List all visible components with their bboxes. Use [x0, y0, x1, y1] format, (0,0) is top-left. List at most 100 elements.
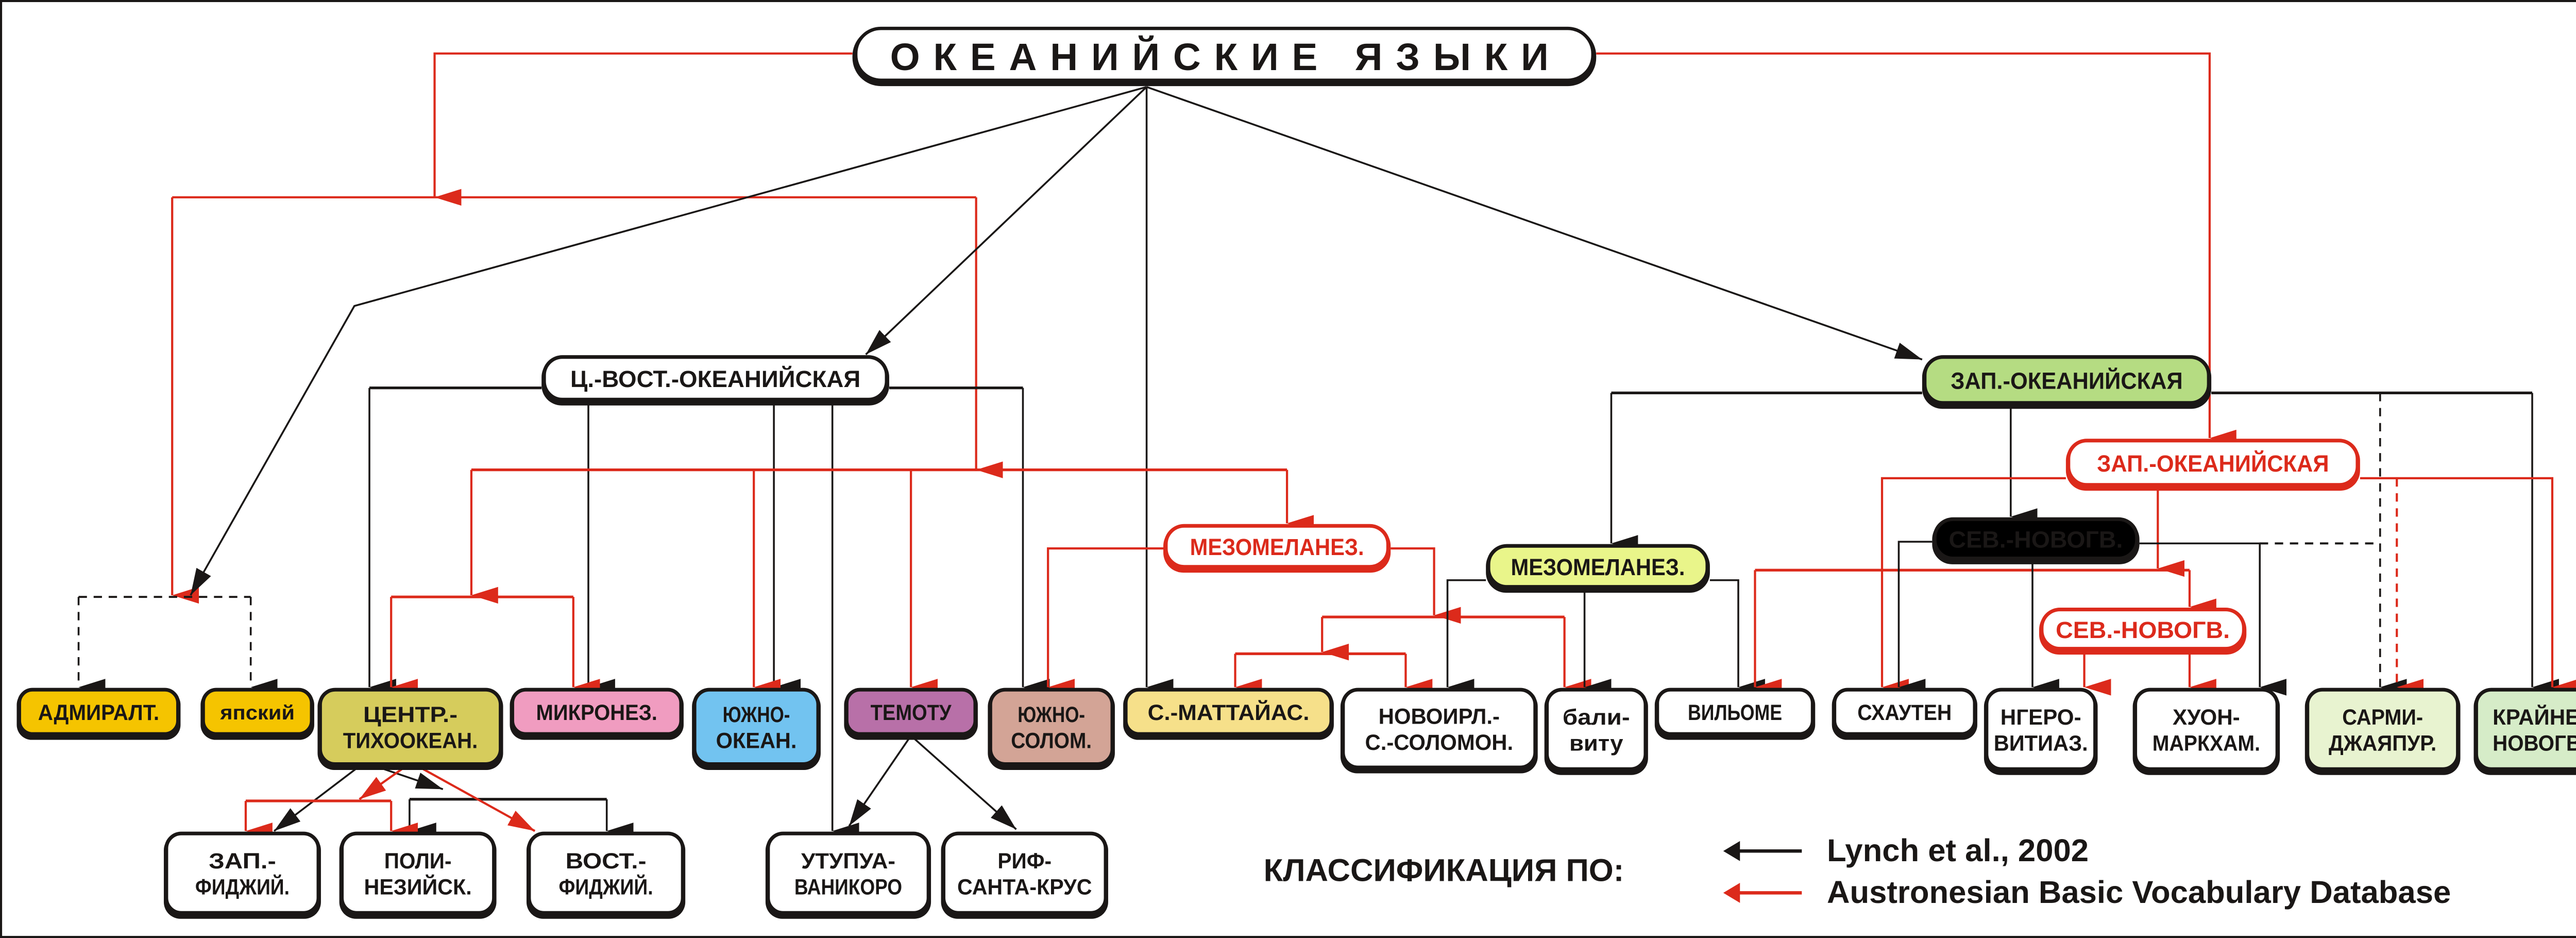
node-box: [2066, 439, 2360, 487]
leaf-east-fijian[interactable]: ВОСТ.-ФИДЖИЙ.: [526, 831, 686, 919]
node-label: ЗАП.-ОКЕАНИЙСКАЯ: [2097, 450, 2329, 477]
leaf-huon-gulf-markham[interactable]: ХУОН-МАРКХАМ.: [2132, 688, 2280, 775]
node-label: япский: [219, 702, 295, 724]
node-box: [1933, 517, 2139, 561]
node-label: СЕВ.-НОВОГВ.: [1949, 527, 2123, 553]
leaf-utupua-vanikoro[interactable]: УТУПУА-ВАНИКОРО: [765, 831, 931, 919]
leaf-yapese[interactable]: япский: [200, 688, 314, 740]
abvd-edge: [1391, 547, 1461, 624]
node-label: КРАЙНЕ-: [2493, 705, 2576, 729]
leaf-willaumez[interactable]: ВИЛЬОМЕ: [1654, 688, 1816, 740]
legend-heading: КЛАССИФИКАЦИЯ ПО:: [1264, 853, 1624, 889]
leaf-reef-santa-cruz[interactable]: РИФ-САНТА-КРУС: [941, 831, 1108, 919]
node-box: [1985, 688, 2097, 771]
leaf-polynesian[interactable]: ПОЛИ-НЕЗИЙСК.: [339, 831, 497, 919]
node-label: С.-МАТТАЙАС.: [1148, 700, 1310, 725]
node-label: ВИТИАЗ.: [1994, 731, 2088, 756]
leaf-ngero-vitiaz[interactable]: НГЕРО-ВИТИАЗ.: [1984, 688, 2098, 775]
legend-item-lynch: Lynch et al., 2002: [1827, 833, 2089, 868]
node-label: ОКЕАН.: [716, 729, 797, 753]
node-box: [854, 26, 1595, 82]
lynch-edge: [848, 735, 912, 827]
node-box: [542, 355, 889, 401]
node-label: ДЖАЯПУР.: [2329, 731, 2436, 756]
root-node[interactable]: ОКЕАНИЙСКИЕ ЯЗЫКИ: [852, 26, 1597, 87]
node-label: ЮЖНО-: [1018, 702, 1085, 727]
leaf-st-matthias[interactable]: С.-МАТТАЙАС.: [1123, 688, 1334, 740]
leaf-temotu[interactable]: ТЕМОТУ: [844, 688, 978, 740]
leaf-schouten[interactable]: СХАУТЕН: [1832, 688, 1977, 740]
node-box: [1655, 688, 1815, 736]
lynch-edge: [274, 761, 365, 832]
node-label: ЦЕНТР.-: [363, 702, 457, 727]
lynch-edge: [1146, 86, 1923, 361]
node-box: [1923, 355, 2211, 405]
node-label: РИФ-: [997, 849, 1052, 873]
edges: [77, 52, 2576, 840]
node-label: ВОСТ.-: [566, 849, 647, 873]
leaf-central-pacific[interactable]: ЦЕНТР.-ТИХООКЕАН.: [317, 688, 503, 770]
node-box: [2306, 688, 2460, 771]
leaf-bali-vitu[interactable]: бали-виту: [1544, 688, 1648, 775]
node-box: [201, 688, 314, 736]
node-label: ЗАП.-: [209, 849, 276, 873]
arrow-left-red-icon: [1723, 882, 1802, 903]
node-central-eastern-oceanic[interactable]: Ц.-ВОСТ.-ОКЕАНИЙСКАЯ: [541, 355, 889, 406]
node-label: Ц.-ВОСТ.-ОКЕАНИЙСКАЯ: [570, 365, 860, 392]
arrow-left-black-icon: [1723, 841, 1802, 861]
node-western-oceanic-abvd[interactable]: ЗАП.-ОКЕАНИЙСКАЯ: [2065, 439, 2360, 491]
node-label: ФИДЖИЙ.: [559, 875, 653, 899]
leaf-west-fijian[interactable]: ЗАП.-ФИДЖИЙ.: [163, 831, 321, 919]
leaf-sarmi-jayapura[interactable]: САРМИ-ДЖАЯПУР.: [2304, 688, 2461, 775]
node-box: [1124, 688, 1333, 736]
leaf-far-new-guinea[interactable]: КРАЙНЕ-НОВОГВ.: [2473, 688, 2576, 775]
node-label: НОВОГВ.: [2493, 731, 2576, 756]
node-label: НГЕРО-: [2001, 705, 2081, 729]
abvd-edge: [1880, 477, 2066, 696]
lynch-edge: [1446, 579, 1486, 696]
node-box: [2133, 688, 2279, 771]
node-label: бали-: [1563, 705, 1630, 729]
lynch-edge: [910, 735, 1017, 830]
node-label: АДМИРАЛТ.: [38, 700, 159, 725]
node-box: [2040, 607, 2246, 651]
node-label: ТИХООКЕАН.: [343, 729, 478, 753]
node-box: [164, 831, 320, 915]
node-label: МИКРОНЕЗ.: [536, 700, 657, 725]
node-box: [510, 688, 683, 736]
leaf-new-ireland-nw-solomonic[interactable]: НОВОИРЛ.-С.-СОЛОМОН.: [1340, 688, 1538, 774]
node-mesomelanesian-abvd[interactable]: МЕЗОМЕЛАНЕЗ.: [1163, 524, 1391, 573]
nodes: ОКЕАНИЙСКИЕ ЯЗЫКИ Ц.-ВОСТ.-ОКЕАНИЙСКАЯ ЗАП…: [16, 26, 2576, 919]
node-box: [2474, 688, 2576, 771]
node-label: НОВОИРЛ.-: [1379, 704, 1500, 728]
node-label: С.-СОЛОМОН.: [1365, 730, 1513, 755]
node-label: САРМИ-: [2342, 705, 2423, 729]
node-box: [1486, 544, 1709, 589]
node-box: [527, 831, 685, 915]
lynch-edge: [1897, 541, 1933, 696]
leaf-southeast-solomonic[interactable]: ЮЖНО-СОЛОМ.: [988, 688, 1115, 770]
node-label: ЗАП.-ОКЕАНИЙСКАЯ: [1951, 367, 2183, 394]
node-north-new-guinea[interactable]: СЕВ.-НОВОГВ.: [1932, 517, 2140, 564]
node-label: ВАНИКОРО: [794, 875, 902, 899]
node-label: СЕВ.-НОВОГВ.: [2056, 617, 2230, 643]
legend-item-abvd: Austronesian Basic Vocabulary Database: [1827, 875, 2451, 910]
leaf-southern-oceanic[interactable]: ЮЖНО-ОКЕАН.: [692, 688, 821, 770]
node-box: [1341, 688, 1537, 769]
leaf-micronesian[interactable]: МИКРОНЕЗ.: [510, 688, 684, 740]
node-north-new-guinea-abvd[interactable]: СЕВ.-НОВОГВ.: [2039, 607, 2247, 655]
leaf-admiralties[interactable]: АДМИРАЛТ.: [16, 688, 181, 740]
node-label: САНТА-КРУС: [957, 875, 1092, 899]
node-mesomelanesian[interactable]: МЕЗОМЕЛАНЕЗ.: [1486, 544, 1710, 593]
node-label: МАРКХАМ.: [2153, 731, 2260, 756]
node-label: ХУОН-: [2173, 705, 2240, 729]
node-label: СХАУТЕН: [1857, 700, 1952, 725]
node-western-oceanic[interactable]: ЗАП.-ОКЕАНИЙСКАЯ: [1922, 355, 2212, 409]
node-box: [844, 688, 977, 736]
node-label: МЕЗОМЕЛАНЕЗ.: [1511, 554, 1685, 580]
node-label: МЕЗОМЕЛАНЕЗ.: [1190, 534, 1364, 560]
abvd-edge: [1047, 547, 1164, 696]
node-label: ЮЖНО-: [723, 702, 790, 727]
